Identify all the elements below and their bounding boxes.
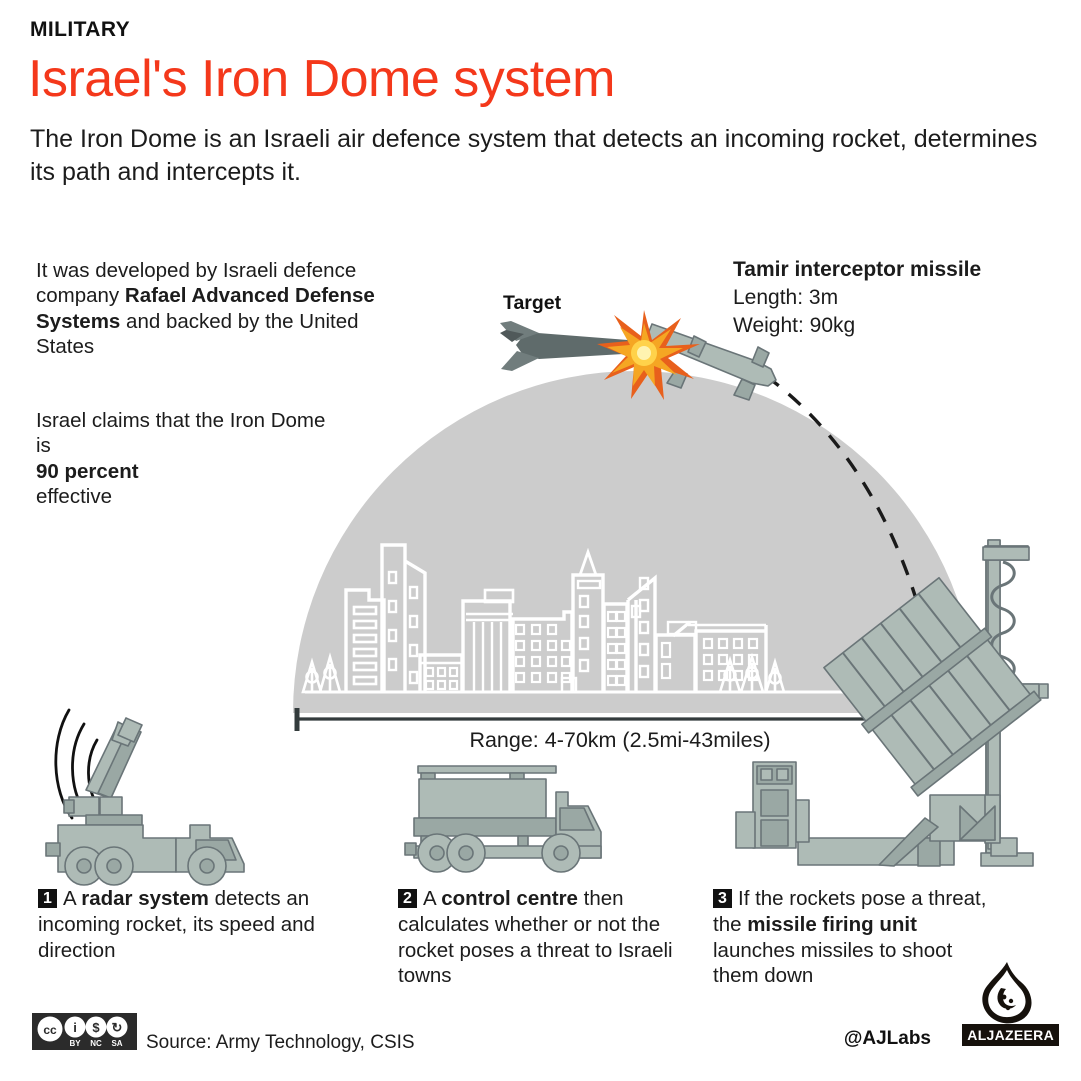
target-rocket-icon: [500, 321, 641, 371]
al-jazeera-logo-icon: [982, 962, 1032, 1024]
note-effectiveness-figure: 90 percent: [36, 459, 139, 483]
step-2-post: then calculates whether or not the rocke…: [398, 887, 673, 988]
radar-truck-icon: [45, 708, 245, 886]
step-3-post: launches missiles to shoot them down: [713, 938, 953, 988]
al-jazeera-wordmark: ALJAZEERA: [962, 1024, 1059, 1046]
missile-launcher-icon: [735, 539, 1049, 867]
svg-text:↻: ↻: [112, 1020, 123, 1035]
note-effectiveness-part2: effective: [36, 485, 112, 509]
step-1-pre: A: [63, 887, 82, 910]
note-effectiveness-part1: Israel claims that the Iron Dome is: [36, 409, 326, 458]
tamir-spec-length: Length: 3m: [733, 285, 839, 309]
cc-mark-by: BY: [69, 1039, 81, 1048]
step-1-number: 1: [38, 889, 57, 908]
step-1-bold: radar system: [81, 887, 209, 910]
tamir-spec-weight: Weight: 90kg: [733, 313, 856, 337]
step-3-pre: If the rockets pose a threat, the: [713, 887, 987, 936]
svg-text:cc: cc: [43, 1023, 57, 1037]
note-effectiveness: Israel claims that the Iron Dome is 90 p…: [36, 408, 336, 510]
control-centre-truck-icon: [404, 765, 602, 873]
note-developed-part1: It was developed by Israeli defence comp…: [36, 259, 357, 308]
page-title: Israel's Iron Dome system: [28, 50, 615, 108]
explosion-icon: [597, 310, 700, 400]
step-3-number: 3: [713, 889, 732, 908]
section-kicker: MILITARY: [30, 18, 131, 41]
tamir-spec-title: Tamir interceptor missile: [733, 258, 982, 281]
step-1-text: A radar system detects an incoming rocke…: [38, 887, 315, 962]
city-skyline-icon: [301, 543, 965, 694]
source-credit: Source: Army Technology, CSIS: [146, 1032, 415, 1053]
cc-mark-sa: SA: [111, 1039, 122, 1048]
cc-mark-nc: NC: [90, 1039, 102, 1048]
step-2-bold: control centre: [441, 887, 578, 910]
target-label: Target: [503, 292, 562, 314]
note-developed-by: It was developed by Israeli defence comp…: [36, 258, 406, 360]
step-2-text: A control centre then calculates whether…: [398, 887, 673, 987]
aj-labs-handle: @AJLabs: [843, 1028, 931, 1049]
creative-commons-badge[interactable]: cc i $ ↻ BY NC SA: [32, 1013, 137, 1050]
step-2-number: 2: [398, 889, 417, 908]
step-3-text: If the rockets pose a threat, the missil…: [713, 887, 986, 987]
tamir-missile-spec: Tamir interceptor missile Length: 3m Wei…: [733, 256, 1063, 340]
step-3-bold: missile firing unit: [747, 912, 917, 936]
note-developed-part2: and backed by the United States: [36, 309, 359, 359]
standfirst-text: The Iron Dome is an Israeli air defence …: [30, 125, 1038, 186]
note-developed-company: Rafael Advanced Defense Systems: [36, 284, 375, 333]
step-1-post: detects an incoming rocket, its speed an…: [38, 887, 315, 962]
range-label: Range: 4-70km (2.5mi-43miles): [469, 728, 771, 752]
step-2-pre: A: [423, 887, 442, 910]
svg-text:i: i: [73, 1020, 77, 1035]
svg-text:$: $: [92, 1020, 100, 1035]
